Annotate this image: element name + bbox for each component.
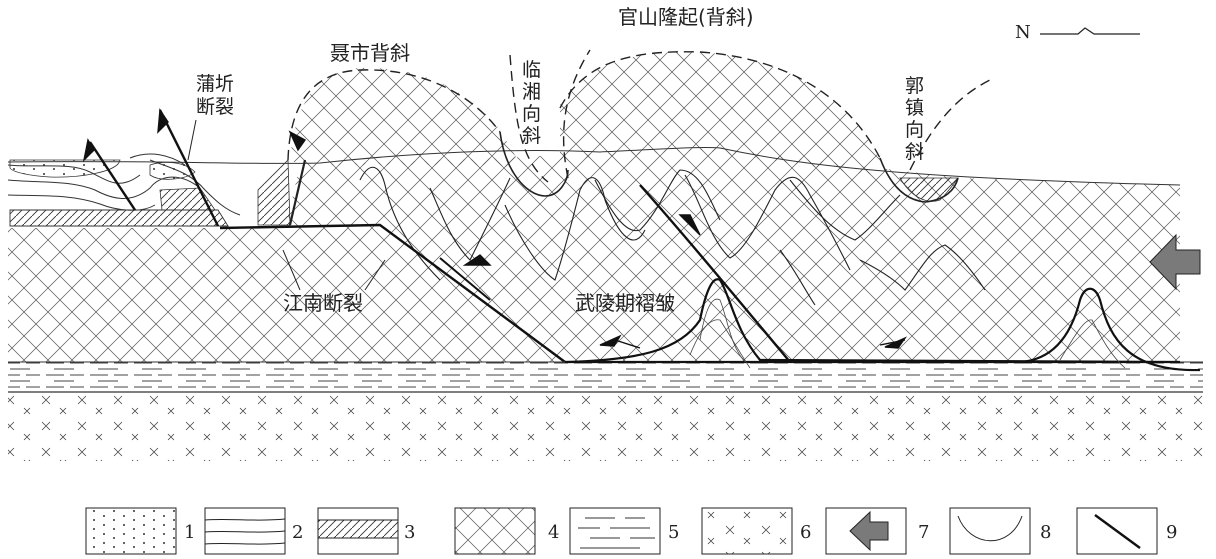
label-linxiang-2: 向	[522, 103, 541, 125]
north-arrow: N	[1015, 22, 1140, 43]
label-guozhen-2: 向	[905, 119, 924, 141]
label-linxiang-1: 湘	[522, 81, 541, 103]
hatched-layer	[9, 159, 959, 227]
puqi-fault-1	[88, 141, 137, 211]
svg-text:N: N	[1015, 22, 1031, 43]
compression-arrow	[1149, 233, 1201, 291]
legend-item-1: 1	[85, 507, 195, 555]
label-leader-puqi	[187, 119, 197, 161]
wuling-folds	[359, 166, 986, 306]
svg-text:1: 1	[184, 522, 195, 543]
basal-dashed-layer	[8, 361, 1203, 393]
basement-rock	[8, 393, 1203, 461]
label-guozhen-1: 镇	[905, 97, 924, 119]
label-puqi-1: 蒲圻	[196, 73, 234, 95]
svg-text:7: 7	[918, 522, 929, 543]
legend-item-2: 2	[204, 507, 303, 555]
labels: 官山隆起(背斜) 聂市背斜 蒲圻 断裂 临 湘 向 斜 郭 镇 向 斜 江南断裂…	[187, 5, 924, 315]
label-leader-jiangnan	[282, 249, 386, 291]
label-linxiang-0: 临	[522, 59, 541, 81]
sand-lens	[9, 159, 196, 180]
svg-text:2: 2	[292, 522, 303, 543]
svg-text:5: 5	[668, 522, 679, 543]
svg-text:8: 8	[1040, 522, 1051, 543]
svg-text:4: 4	[548, 522, 559, 543]
legend: 1 2 3 4 5 6 7	[85, 507, 1177, 555]
legend-item-7: 7	[825, 507, 929, 555]
label-guanshan: 官山隆起(背斜)	[618, 5, 754, 29]
legend-item-4: 4	[454, 507, 559, 555]
fault-arrows	[82, 107, 908, 349]
legend-item-9: 9	[1076, 507, 1177, 555]
legend-item-8: 8	[949, 507, 1051, 555]
diapir-internal	[689, 298, 1126, 369]
legend-item-3: 3	[317, 507, 415, 555]
svg-text:3: 3	[404, 522, 415, 543]
label-nieshi: 聂市背斜	[330, 41, 410, 65]
label-jiangnan: 江南断裂	[283, 291, 363, 315]
label-guozhen-0: 郭	[905, 75, 924, 97]
label-wuling: 武陵期褶皱	[575, 291, 675, 315]
ground-surface	[7, 146, 1181, 186]
eroded-fold-traces	[287, 49, 991, 183]
svg-text:9: 9	[1166, 522, 1177, 543]
diapirs	[564, 278, 1201, 372]
jiangnan-fault-trace	[219, 223, 566, 363]
legend-item-5: 5	[569, 507, 679, 555]
svg-text:6: 6	[800, 522, 811, 543]
label-guozhen-3: 斜	[905, 141, 924, 163]
label-linxiang-3: 斜	[522, 125, 541, 147]
syncline-cores	[288, 131, 959, 226]
label-puqi-2: 断裂	[196, 96, 234, 118]
legend-item-6: 6	[701, 507, 811, 555]
